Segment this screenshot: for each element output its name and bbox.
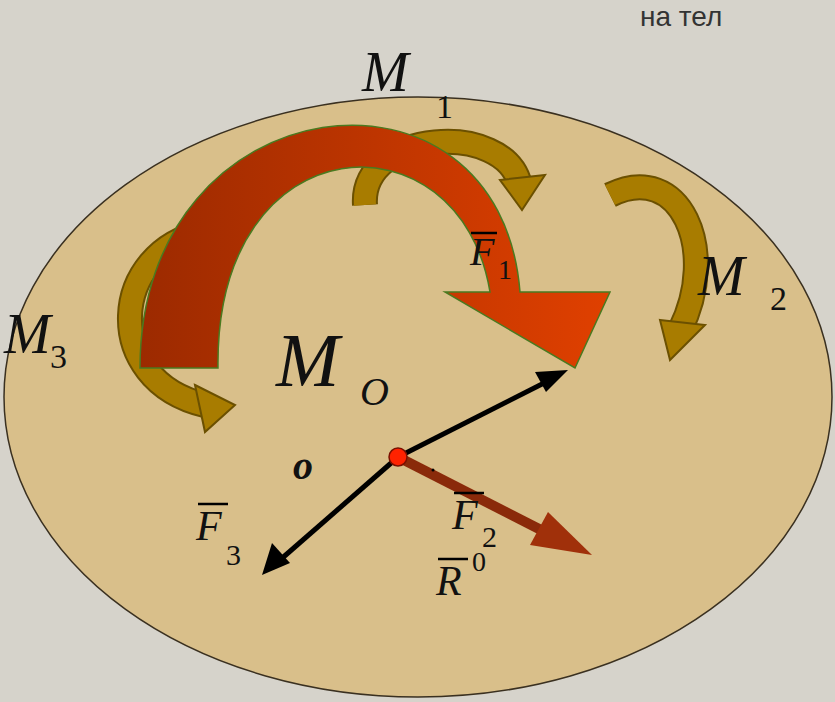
center-dot [432, 469, 435, 472]
moment-m3-head [195, 385, 235, 432]
force-f3-head [262, 543, 290, 575]
moment-m1-head [500, 175, 545, 210]
cut-heading: на тел [640, 3, 722, 31]
subscript: O [360, 372, 389, 412]
force-symbol: F [470, 232, 494, 272]
force-f2-head [535, 370, 568, 392]
subscript: 2 [770, 282, 787, 316]
subscript: 1 [436, 90, 453, 124]
resultant-moment-arrow [140, 125, 610, 368]
force-f2-line [398, 381, 548, 457]
moment-symbol: M [362, 44, 409, 100]
moment-m2 [610, 187, 696, 330]
force-symbol: F [196, 505, 222, 547]
moment-m2-outline [610, 187, 696, 330]
moment-m2-head [660, 320, 705, 360]
subscript: 1 [498, 256, 512, 284]
subscript: 3 [226, 540, 241, 570]
moment-symbol: M [4, 306, 51, 362]
subscript: 3 [50, 340, 67, 374]
rigid-body [4, 97, 832, 697]
point-label: o [293, 446, 313, 486]
superscript: 0 [472, 548, 486, 576]
resultant-force-head [530, 512, 592, 555]
resultant-symbol: R [436, 560, 462, 602]
reduction-point [389, 448, 407, 466]
moment-symbol: M [698, 248, 745, 304]
force-symbol: F [452, 494, 478, 536]
moment-symbol: M [276, 322, 339, 398]
